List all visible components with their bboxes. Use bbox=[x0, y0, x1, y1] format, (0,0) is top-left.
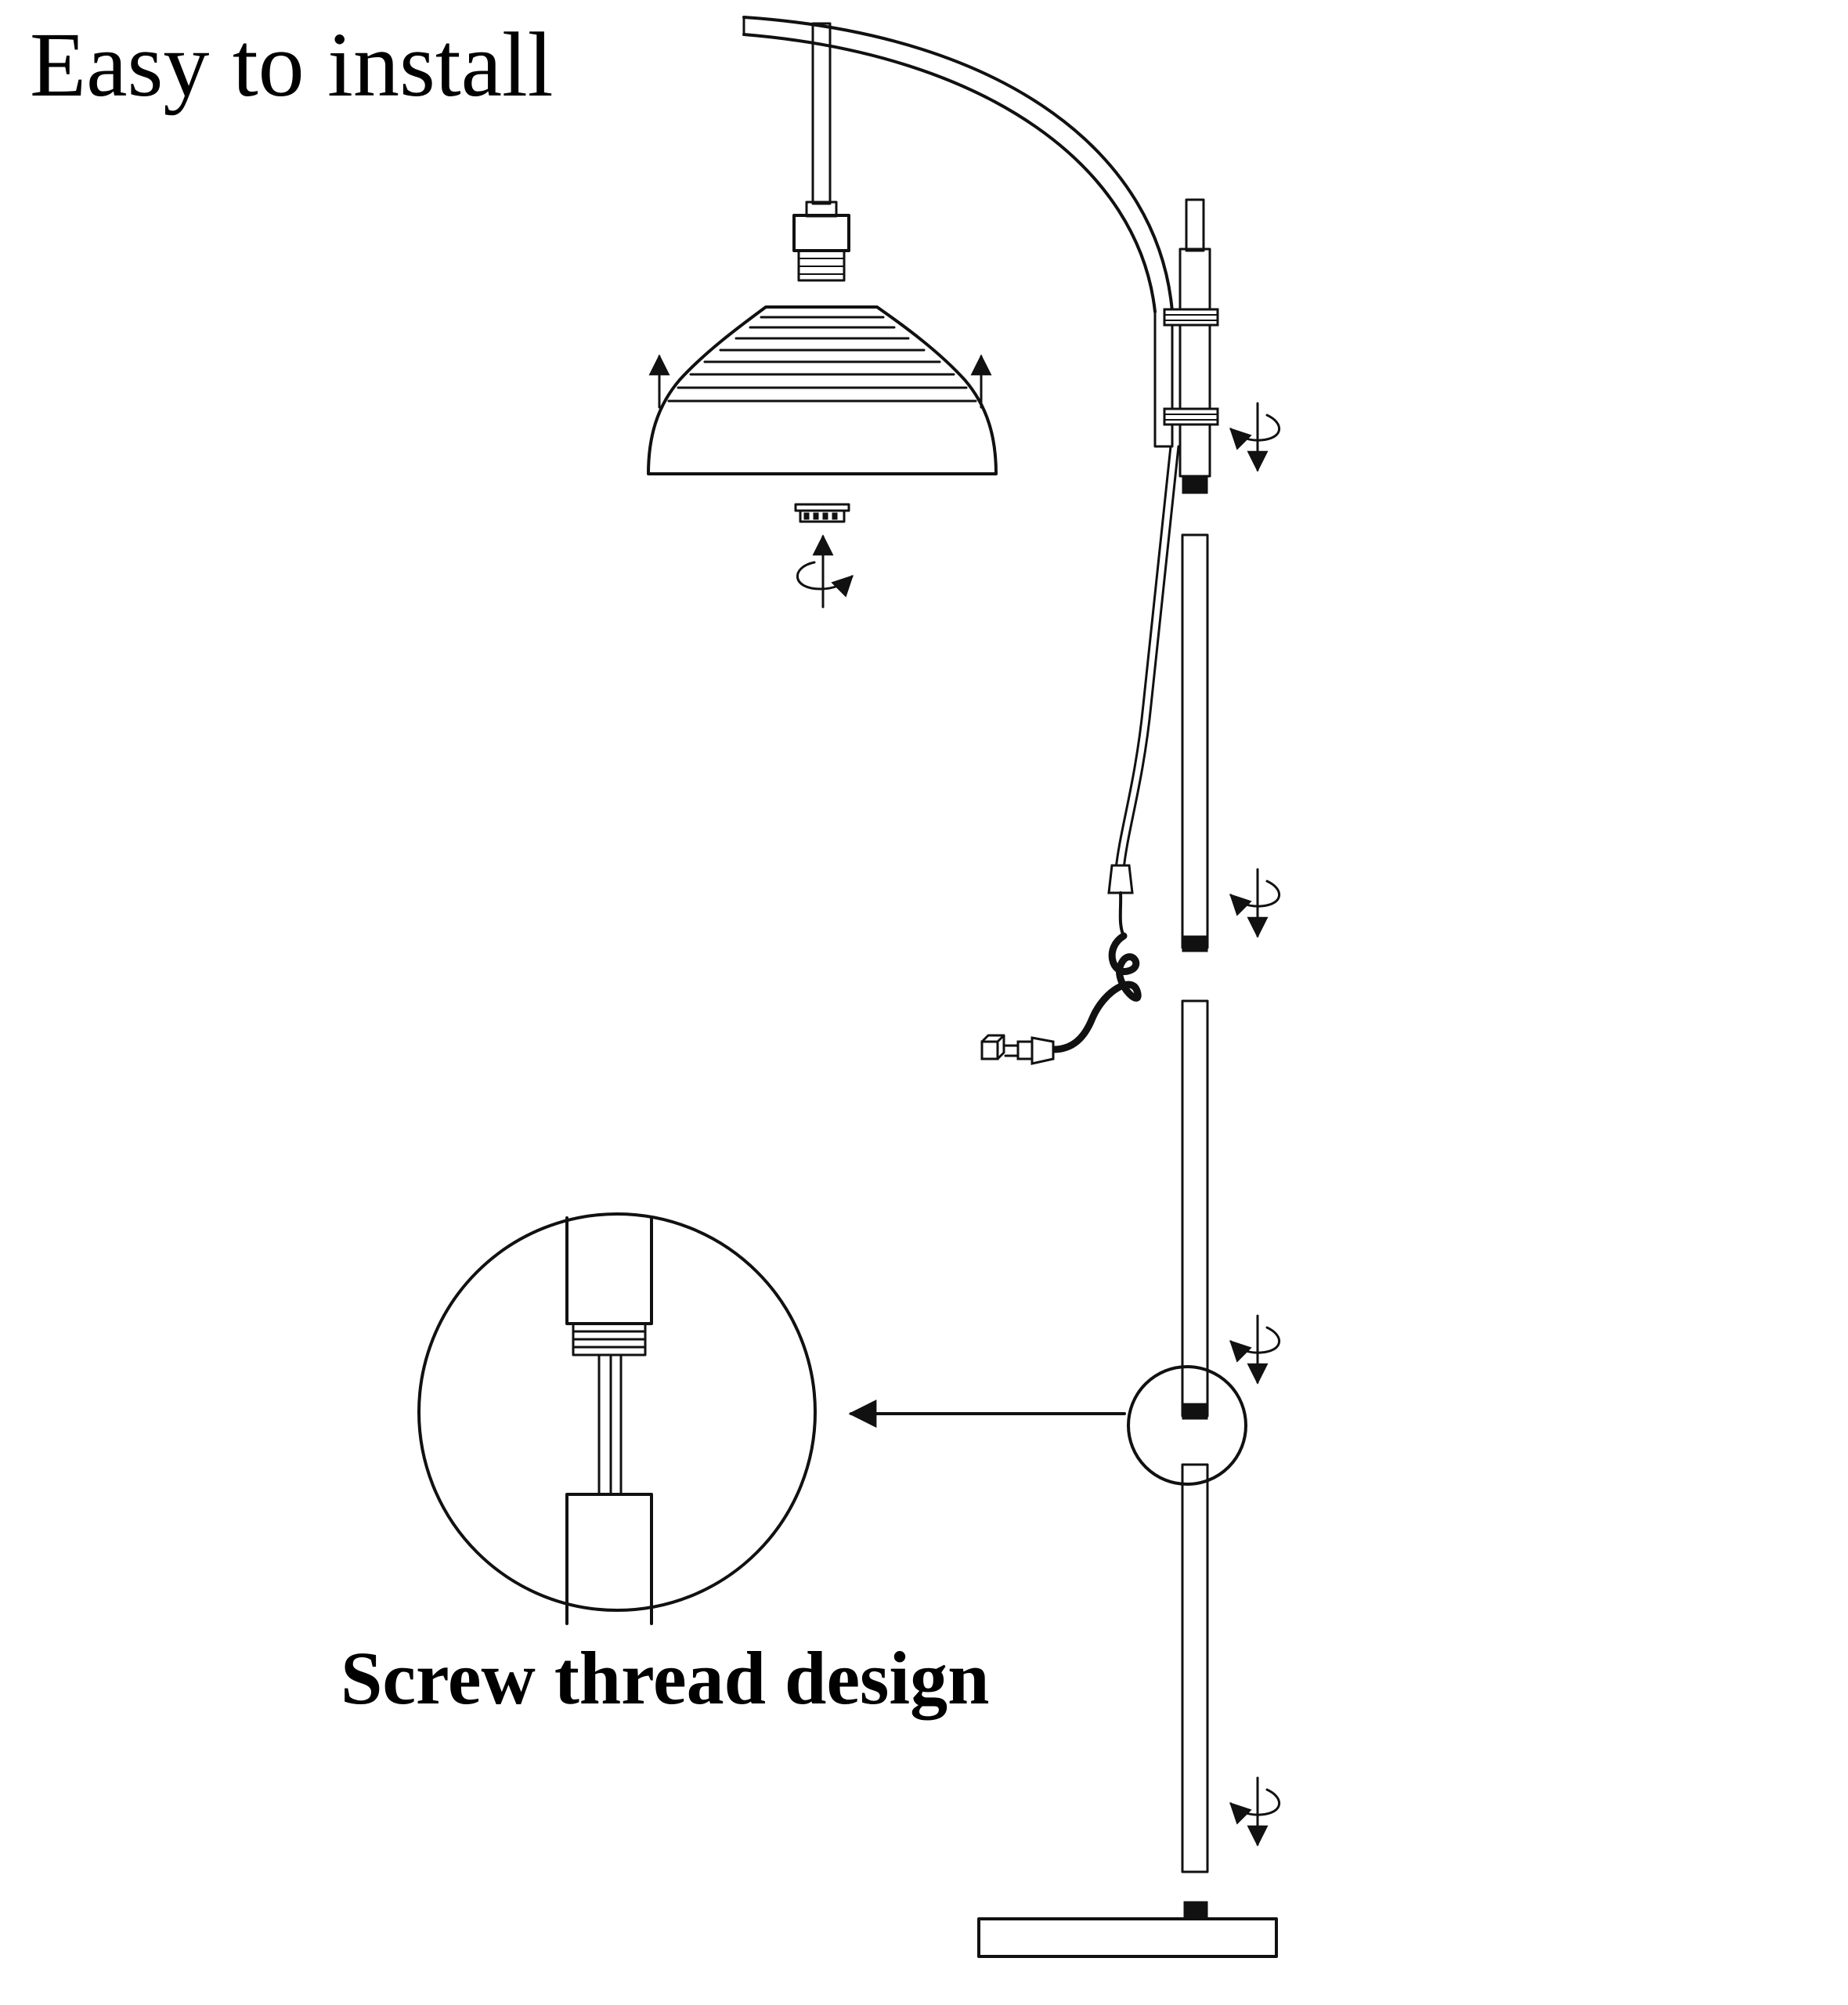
rotate-down-icon bbox=[1229, 1776, 1281, 1847]
shade-ring-nut bbox=[794, 503, 850, 523]
page-title: Easy to install bbox=[30, 13, 554, 116]
rotate-down-icon bbox=[1229, 402, 1281, 472]
magnified-detail bbox=[417, 1212, 817, 1625]
lamp-socket bbox=[792, 22, 850, 282]
detail-caption: Screw thread design bbox=[341, 1636, 990, 1720]
pole-segment-2 bbox=[1181, 533, 1209, 952]
rotate-up-icon bbox=[796, 534, 854, 609]
pole-segment-top bbox=[1163, 198, 1219, 494]
pole-segment-3 bbox=[1181, 999, 1209, 1420]
lamp-base bbox=[977, 1901, 1278, 1958]
rotate-down-icon bbox=[1229, 868, 1281, 938]
pole-segment-bottom bbox=[1181, 1463, 1209, 1873]
power-cord bbox=[980, 445, 1180, 1065]
detail-callout-circle bbox=[1127, 1365, 1247, 1486]
lamp-shade bbox=[647, 305, 998, 475]
arc-arm bbox=[742, 16, 1174, 448]
rotate-down-icon bbox=[1229, 1314, 1281, 1385]
